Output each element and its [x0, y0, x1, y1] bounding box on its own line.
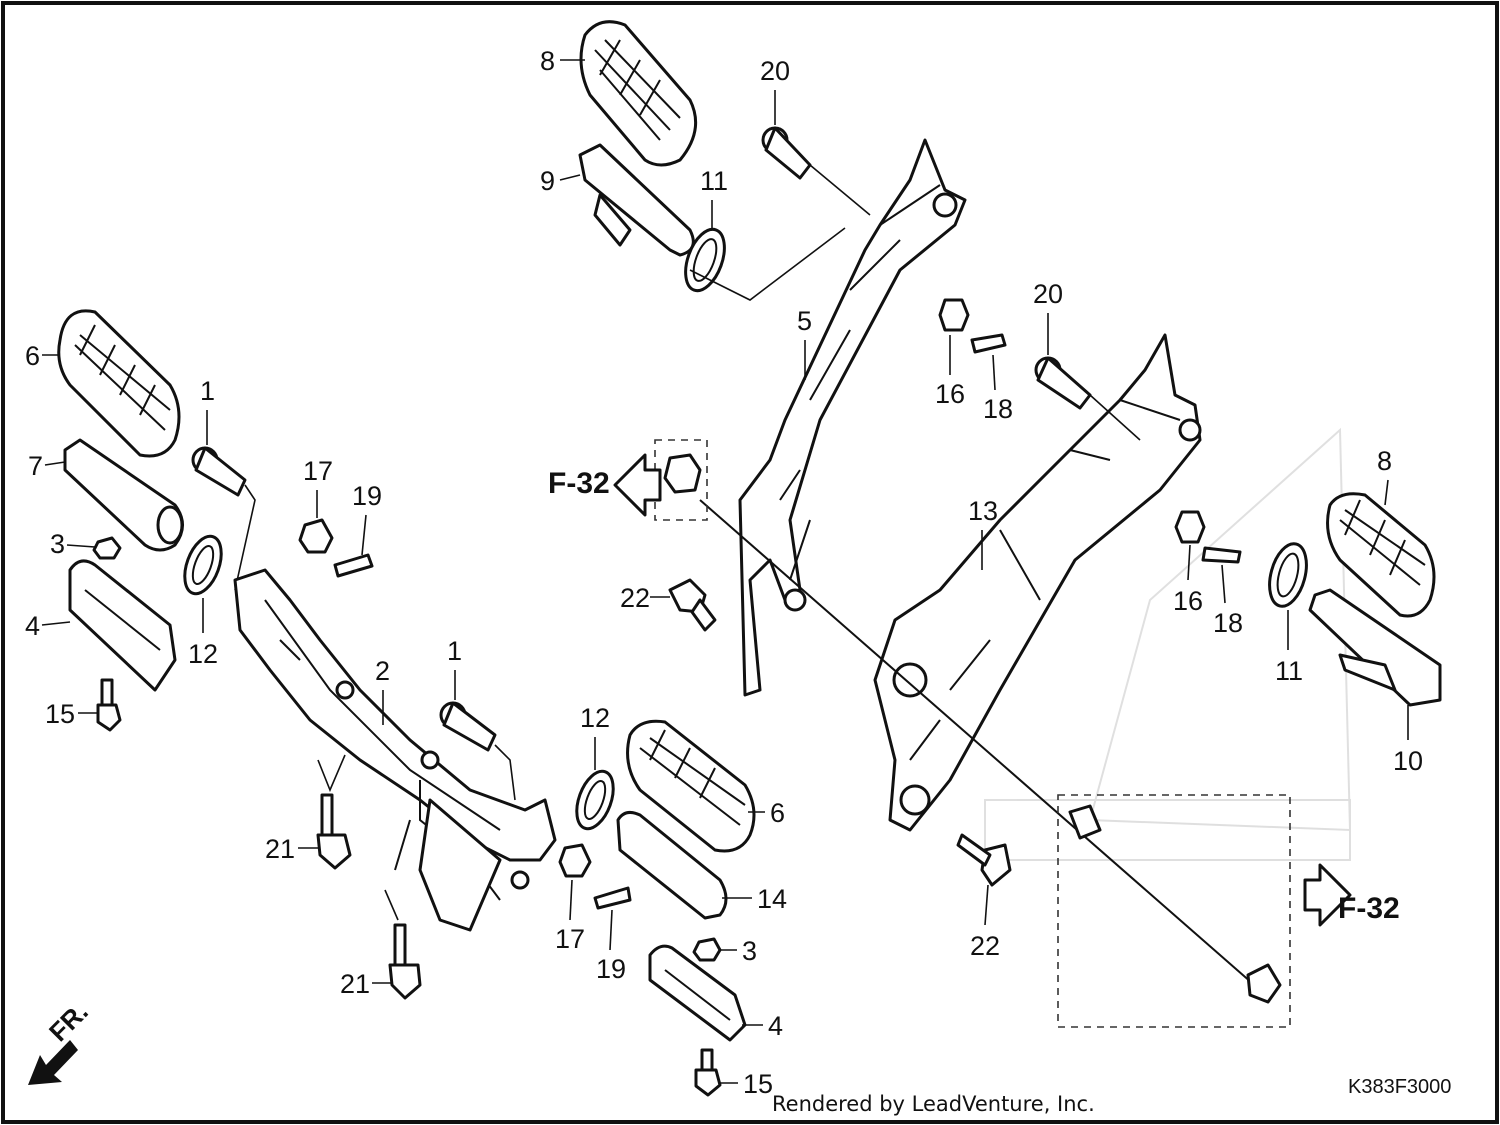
- callout-2: 2: [375, 656, 390, 686]
- callout-22a: 22: [620, 583, 650, 613]
- callout-6b: 6: [770, 798, 785, 828]
- bolt-21a: [316, 793, 352, 870]
- callout-7: 7: [28, 451, 43, 481]
- ref-arrow-right: [1303, 863, 1352, 927]
- pin-1b: [439, 701, 497, 752]
- cotter-pin-18b: [1201, 546, 1242, 564]
- peg-holder-4b: [648, 944, 747, 1042]
- callout-21b: 21: [340, 969, 370, 999]
- callout-8b: 8: [1377, 446, 1392, 476]
- washer-top: [684, 227, 726, 293]
- diagram-code: K383F3000: [1348, 1076, 1451, 1098]
- callout-19b: 19: [596, 954, 626, 984]
- callout-1a: 1: [200, 376, 215, 406]
- callout-12a: 12: [188, 639, 218, 669]
- bolt-21b: [388, 923, 422, 1000]
- pin-right: [1034, 356, 1092, 410]
- pin-top: [761, 126, 812, 180]
- callout-19a: 19: [352, 481, 382, 511]
- lead-20b: [1089, 394, 1141, 441]
- main-step-bar-2: [233, 568, 557, 932]
- callout-5: 5: [797, 306, 812, 336]
- callout-10: 10: [1393, 746, 1423, 776]
- bolt-15a: [96, 678, 122, 732]
- callout-3b: 3: [742, 936, 757, 966]
- cotter-pin-19a: [333, 553, 374, 578]
- cotter-pin-19b: [593, 886, 632, 910]
- callout-11a: 11: [700, 166, 728, 196]
- lead-21a: [317, 754, 346, 793]
- lead-11a: [689, 227, 846, 301]
- callout-6a: 6: [25, 341, 40, 371]
- credit-line: Rendered by LeadVenture, Inc.: [770, 1092, 1097, 1116]
- footpeg-bar-left: [63, 438, 184, 552]
- through-bolt: [699, 499, 1282, 1004]
- lead-1a: [234, 484, 256, 591]
- callout-20b: 20: [1033, 279, 1063, 309]
- footpeg-rubber-top: [579, 20, 698, 167]
- callout-11b: 11: [1275, 656, 1303, 686]
- ref-label-right: F-32: [1338, 892, 1400, 925]
- nut-3b: [692, 937, 722, 962]
- callout-16a: 16: [935, 379, 965, 409]
- bolt-15b: [694, 1048, 722, 1097]
- footpeg-bar-14: [616, 810, 728, 920]
- callout-13: 13: [968, 496, 998, 526]
- callout-21a: 21: [265, 834, 295, 864]
- nut-3a: [92, 536, 122, 560]
- peg-holder-4a: [68, 559, 177, 692]
- ref-arrow-left: [613, 453, 662, 517]
- callout-17a: 17: [303, 456, 333, 486]
- cotter-pin-18a: [970, 333, 1007, 354]
- ref-box-right: [1057, 794, 1291, 1028]
- nut-16a: [938, 298, 970, 332]
- front-direction-arrow: [28, 1040, 78, 1085]
- footpeg-bar-right: [1308, 588, 1442, 707]
- footpeg-rubber-right: [1326, 492, 1436, 618]
- callout-labels: 8 9 11 20 5 16 18 20 13 16 18 11 8 10 22…: [25, 46, 1423, 1099]
- callout-12b: 12: [580, 703, 610, 733]
- bolt-22b: [956, 833, 1012, 887]
- callout-18b: 18: [1213, 608, 1243, 638]
- callout-15b: 15: [743, 1069, 773, 1099]
- lead-21b: [384, 889, 399, 921]
- callout-1b: 1: [447, 636, 462, 666]
- callout-4a: 4: [25, 611, 40, 641]
- callout-17b: 17: [555, 924, 585, 954]
- ref-label-left: F-32: [548, 467, 610, 500]
- callout-20a: 20: [760, 56, 790, 86]
- callout-15a: 15: [45, 699, 75, 729]
- callout-14: 14: [757, 884, 787, 914]
- nut-16b: [1174, 510, 1206, 544]
- callout-4b: 4: [768, 1011, 783, 1041]
- callout-16b: 16: [1173, 586, 1203, 616]
- callout-9: 9: [540, 166, 555, 196]
- callout-8a: 8: [540, 46, 555, 76]
- lead-1b: [494, 744, 516, 801]
- step-bracket-13: [873, 333, 1202, 832]
- lead-20a: [809, 164, 871, 216]
- callout-22b: 22: [970, 931, 1000, 961]
- pin-1a: [191, 446, 247, 497]
- bolt-22a: [668, 578, 717, 632]
- step-bracket-5: [738, 138, 967, 697]
- footpeg-rubber-left: [57, 309, 181, 458]
- callout-3a: 3: [50, 529, 65, 559]
- footpeg-rubber-mid: [626, 719, 756, 853]
- nut-17b: [558, 843, 592, 878]
- nut-17a: [298, 518, 334, 554]
- callout-18a: 18: [983, 394, 1013, 424]
- nut-f32: [663, 453, 702, 494]
